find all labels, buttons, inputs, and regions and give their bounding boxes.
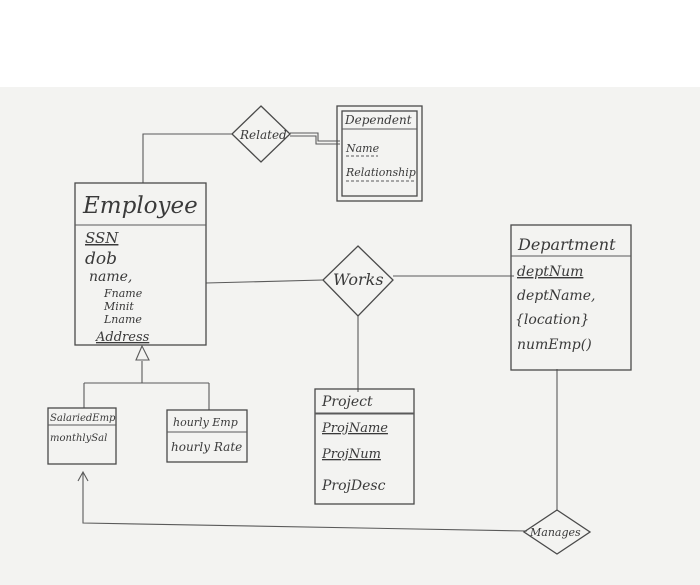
entity-hourly-title: hourly Emp bbox=[173, 416, 238, 429]
attr-dependent-name: Name bbox=[345, 142, 380, 155]
isa-triangle-icon bbox=[135, 344, 150, 361]
relationship-related: Related bbox=[231, 105, 291, 163]
entity-salaried-title: SalariedEmp bbox=[50, 413, 116, 424]
relationship-manages-label: Manages bbox=[529, 526, 581, 539]
attr-fname: Fname bbox=[103, 287, 143, 300]
attr-projdesc: ProjDesc bbox=[321, 478, 386, 494]
line-related-dependent bbox=[290, 132, 340, 145]
attr-monthlysal: monthlySal bbox=[50, 433, 107, 444]
relationship-manages: Manages bbox=[522, 509, 592, 555]
entity-department-title: Department bbox=[517, 235, 616, 254]
arrowhead-salaried bbox=[77, 470, 89, 482]
attr-numemp: numEmp() bbox=[517, 337, 592, 353]
entity-department: Department deptNum deptName, {location} … bbox=[510, 224, 632, 371]
line-isa-split bbox=[83, 361, 210, 410]
entity-salaried-emp: SalariedEmp monthlySal bbox=[47, 407, 117, 465]
entity-dependent-title: Dependent bbox=[344, 113, 412, 127]
attr-address: Address bbox=[95, 330, 150, 345]
attr-lname: Lname bbox=[103, 313, 142, 326]
entity-hourly-emp: hourly Emp hourly Rate bbox=[166, 409, 248, 463]
attr-projnum: ProjNum bbox=[321, 447, 381, 462]
attr-dependent-relationship: Relationship bbox=[345, 166, 416, 179]
entity-project-title: Project bbox=[321, 394, 373, 410]
paper-background bbox=[0, 87, 700, 585]
line-manages-salaried bbox=[82, 473, 528, 532]
relationship-works: Works bbox=[322, 245, 394, 317]
attr-location: {location} bbox=[515, 312, 589, 328]
attr-projname: ProjName bbox=[321, 421, 388, 436]
attr-name: name, bbox=[89, 269, 132, 285]
attr-dob: dob bbox=[85, 249, 117, 269]
entity-employee-title: Employee bbox=[82, 193, 198, 219]
attr-ssn: SSN bbox=[85, 229, 119, 247]
line-employee-related bbox=[142, 133, 233, 183]
relationship-works-label: Works bbox=[333, 270, 384, 289]
entity-project: Project ProjName ProjNum ProjDesc bbox=[314, 388, 415, 505]
attr-deptnum: deptNum bbox=[517, 264, 583, 280]
line-employee-works bbox=[205, 279, 324, 284]
attr-minit: Minit bbox=[103, 300, 134, 313]
attr-deptname: deptName, bbox=[517, 288, 595, 304]
entity-dependent: Dependent Name Relationship bbox=[336, 105, 423, 202]
entity-employee: Employee SSN dob name, Fname Minit Lname… bbox=[74, 182, 207, 346]
relationship-related-label: Related bbox=[239, 128, 287, 142]
attr-hourlyrate: hourly Rate bbox=[171, 440, 242, 454]
